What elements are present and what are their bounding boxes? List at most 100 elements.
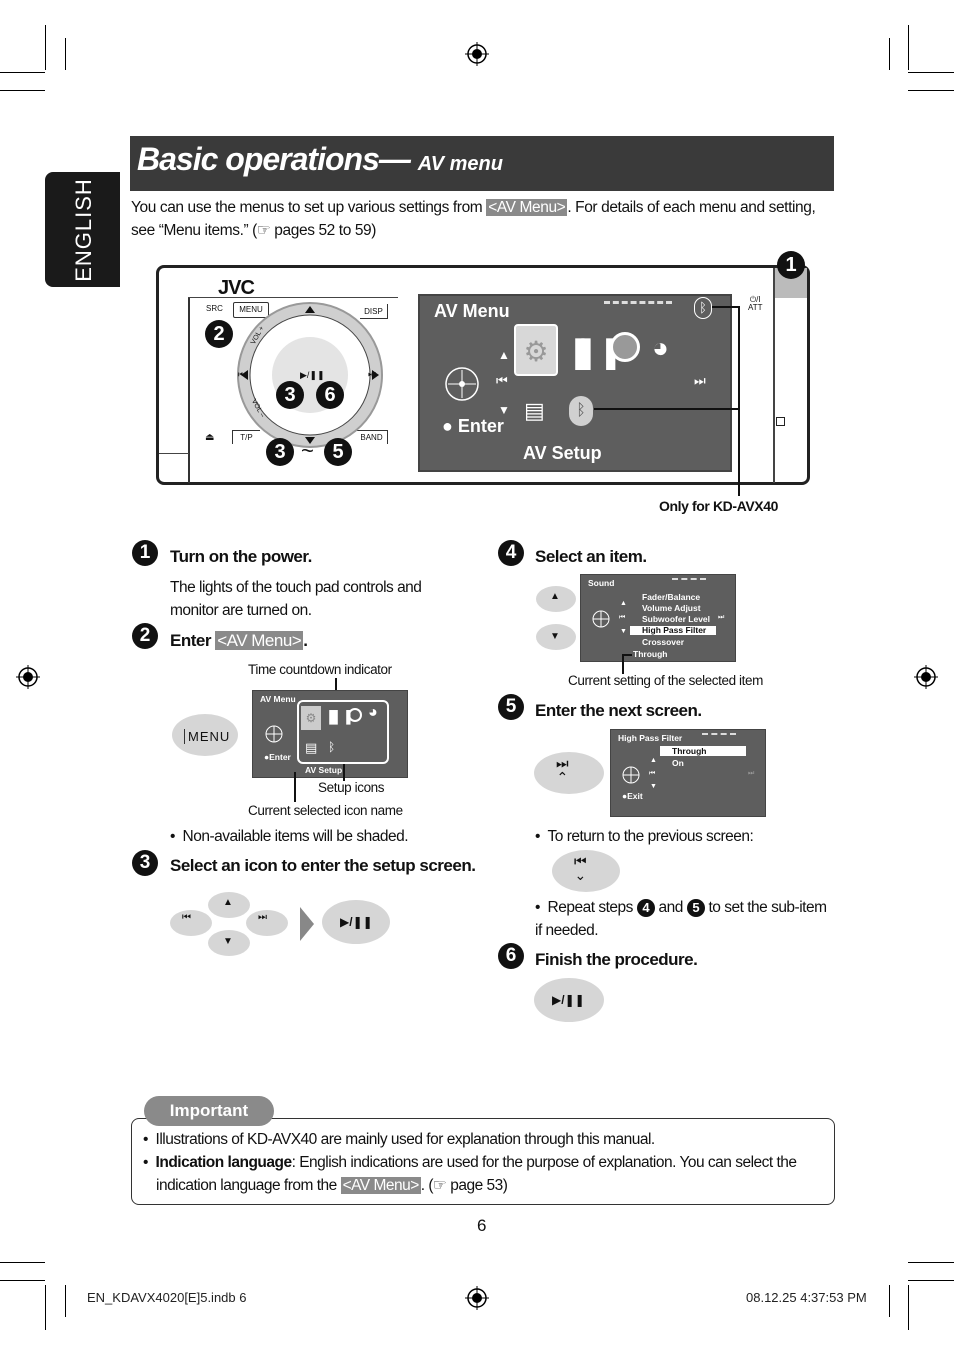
crop-mark	[908, 25, 909, 70]
callout-number: 3	[266, 438, 294, 466]
title-bar	[130, 136, 834, 191]
crop-mark	[0, 1262, 45, 1263]
sound-item-selected	[630, 626, 716, 635]
kd-avx40-callout: Only for KD-AVX40	[659, 498, 778, 514]
speaker-icon	[348, 708, 362, 722]
band-key[interactable]: BAND	[356, 430, 388, 444]
prev-button[interactable]	[552, 850, 620, 892]
crop-mark	[65, 1285, 66, 1317]
brand-logo: JVC	[218, 277, 255, 299]
menu-button-label: MENU	[184, 729, 230, 744]
play-pause-icon[interactable]: ▶/❚❚	[300, 370, 325, 380]
crop-mark	[908, 1285, 909, 1330]
down-arrow-icon: ▼	[650, 783, 657, 790]
crop-mark	[45, 25, 46, 70]
sound-item: Subwoofer Level	[642, 614, 711, 624]
play-pause-button[interactable]	[322, 900, 390, 944]
joystick-icon	[622, 766, 640, 784]
step-number: 5	[498, 694, 524, 720]
caption: Current selected icon name	[248, 803, 403, 818]
next-button[interactable]	[534, 752, 604, 794]
step-title: Enter <AV Menu>.	[170, 631, 308, 650]
hpf-option: On	[672, 758, 684, 768]
crop-mark	[0, 90, 45, 91]
next-icon: ⏭	[718, 614, 725, 621]
crop-mark	[908, 72, 954, 73]
joystick-icon	[592, 610, 610, 628]
sound-item: Volume Adjust	[642, 603, 701, 613]
page-number: 6	[477, 1216, 487, 1235]
caption: Setup icons	[318, 780, 385, 795]
prev-icon: ⏮	[496, 373, 508, 388]
menu-key[interactable]: MENU	[233, 302, 269, 318]
dimmer-icon: ◕	[368, 704, 378, 721]
prev-icon[interactable]: ⏮	[238, 369, 247, 379]
next-button[interactable]	[246, 910, 288, 936]
language-tab	[45, 172, 120, 287]
up-arrow-icon: ▲	[223, 897, 233, 908]
countdown-indicator	[672, 578, 706, 580]
high-pass-filter-screen	[610, 729, 766, 817]
callout-line	[294, 772, 296, 802]
current-setting: Through	[633, 649, 668, 659]
list-icon: ▤	[524, 398, 545, 423]
callout-number: 2	[205, 320, 233, 348]
up-button[interactable]	[208, 892, 250, 918]
up-arrow-icon: ▲	[550, 591, 560, 602]
page-title: Basic operations— AV menu	[137, 141, 503, 177]
hpf-option: Through	[672, 746, 707, 756]
callout-tilde: ~	[301, 438, 314, 463]
crop-mark	[908, 1280, 954, 1281]
countdown-indicator	[604, 301, 672, 304]
sound-item: Crossover	[642, 637, 685, 647]
callout-number: 5	[324, 438, 352, 466]
next-icon: ⏭	[258, 912, 267, 923]
play-pause-button[interactable]	[534, 978, 604, 1022]
equalizer-icon: ▐▌▐	[566, 338, 615, 368]
bluetooth-icon: ᛒ	[694, 297, 712, 319]
callout-line	[335, 678, 337, 694]
step-title: Finish the procedure.	[535, 950, 698, 969]
step-number: 3	[132, 850, 158, 876]
prev-icon: ⏮⌄	[574, 853, 587, 883]
footer-file: EN_KDAVX4020[E]5.indb 6	[87, 1290, 247, 1305]
square-indicator	[776, 417, 785, 426]
screen-setup-label: AV Setup	[523, 443, 602, 463]
mini-screen-setup: AV Setup	[305, 765, 343, 775]
device-top-line	[188, 297, 398, 298]
step-title: Enter the next screen.	[535, 701, 702, 720]
tp-key[interactable]: T/P	[232, 430, 260, 444]
registration-mark-icon	[914, 665, 938, 689]
crop-mark	[908, 1262, 954, 1263]
prev-icon: ⏮	[619, 614, 626, 621]
crop-mark	[0, 1280, 45, 1281]
up-arrow-icon: ▲	[620, 600, 627, 607]
disp-key[interactable]: DISP	[360, 304, 388, 319]
prev-button[interactable]	[170, 910, 212, 936]
prev-icon: ⏮	[649, 770, 656, 777]
step-text: The lights of the touch pad controls and…	[170, 579, 422, 619]
up-button[interactable]	[536, 586, 576, 612]
callout-number: 3	[276, 381, 304, 409]
countdown-indicator	[702, 733, 736, 735]
hpf-screen-title: High Pass Filter	[618, 733, 683, 743]
registration-mark-icon	[16, 665, 40, 689]
device-right-panel	[773, 268, 807, 483]
step-number: 6	[498, 943, 524, 969]
eject-icon[interactable]: ⏏	[205, 432, 215, 443]
arrow-right-icon	[300, 907, 314, 941]
down-button[interactable]	[208, 930, 250, 956]
step-title: Select an icon to enter the setup screen…	[170, 856, 476, 875]
src-label: SRC	[206, 304, 223, 313]
bullet-item: • To return to the previous screen:	[535, 828, 754, 845]
menu-button[interactable]	[172, 714, 238, 756]
registration-mark-icon	[465, 42, 489, 66]
next-icon[interactable]: ⏭	[368, 369, 377, 379]
important-item: • Indication language: English indicatio…	[143, 1154, 797, 1194]
callout-line	[622, 654, 624, 674]
down-button[interactable]	[536, 624, 576, 650]
callout-number: 6	[316, 381, 344, 409]
equalizer-icon: ▐▌▐	[325, 710, 351, 724]
hpf-exit: ●Exit	[622, 791, 643, 801]
